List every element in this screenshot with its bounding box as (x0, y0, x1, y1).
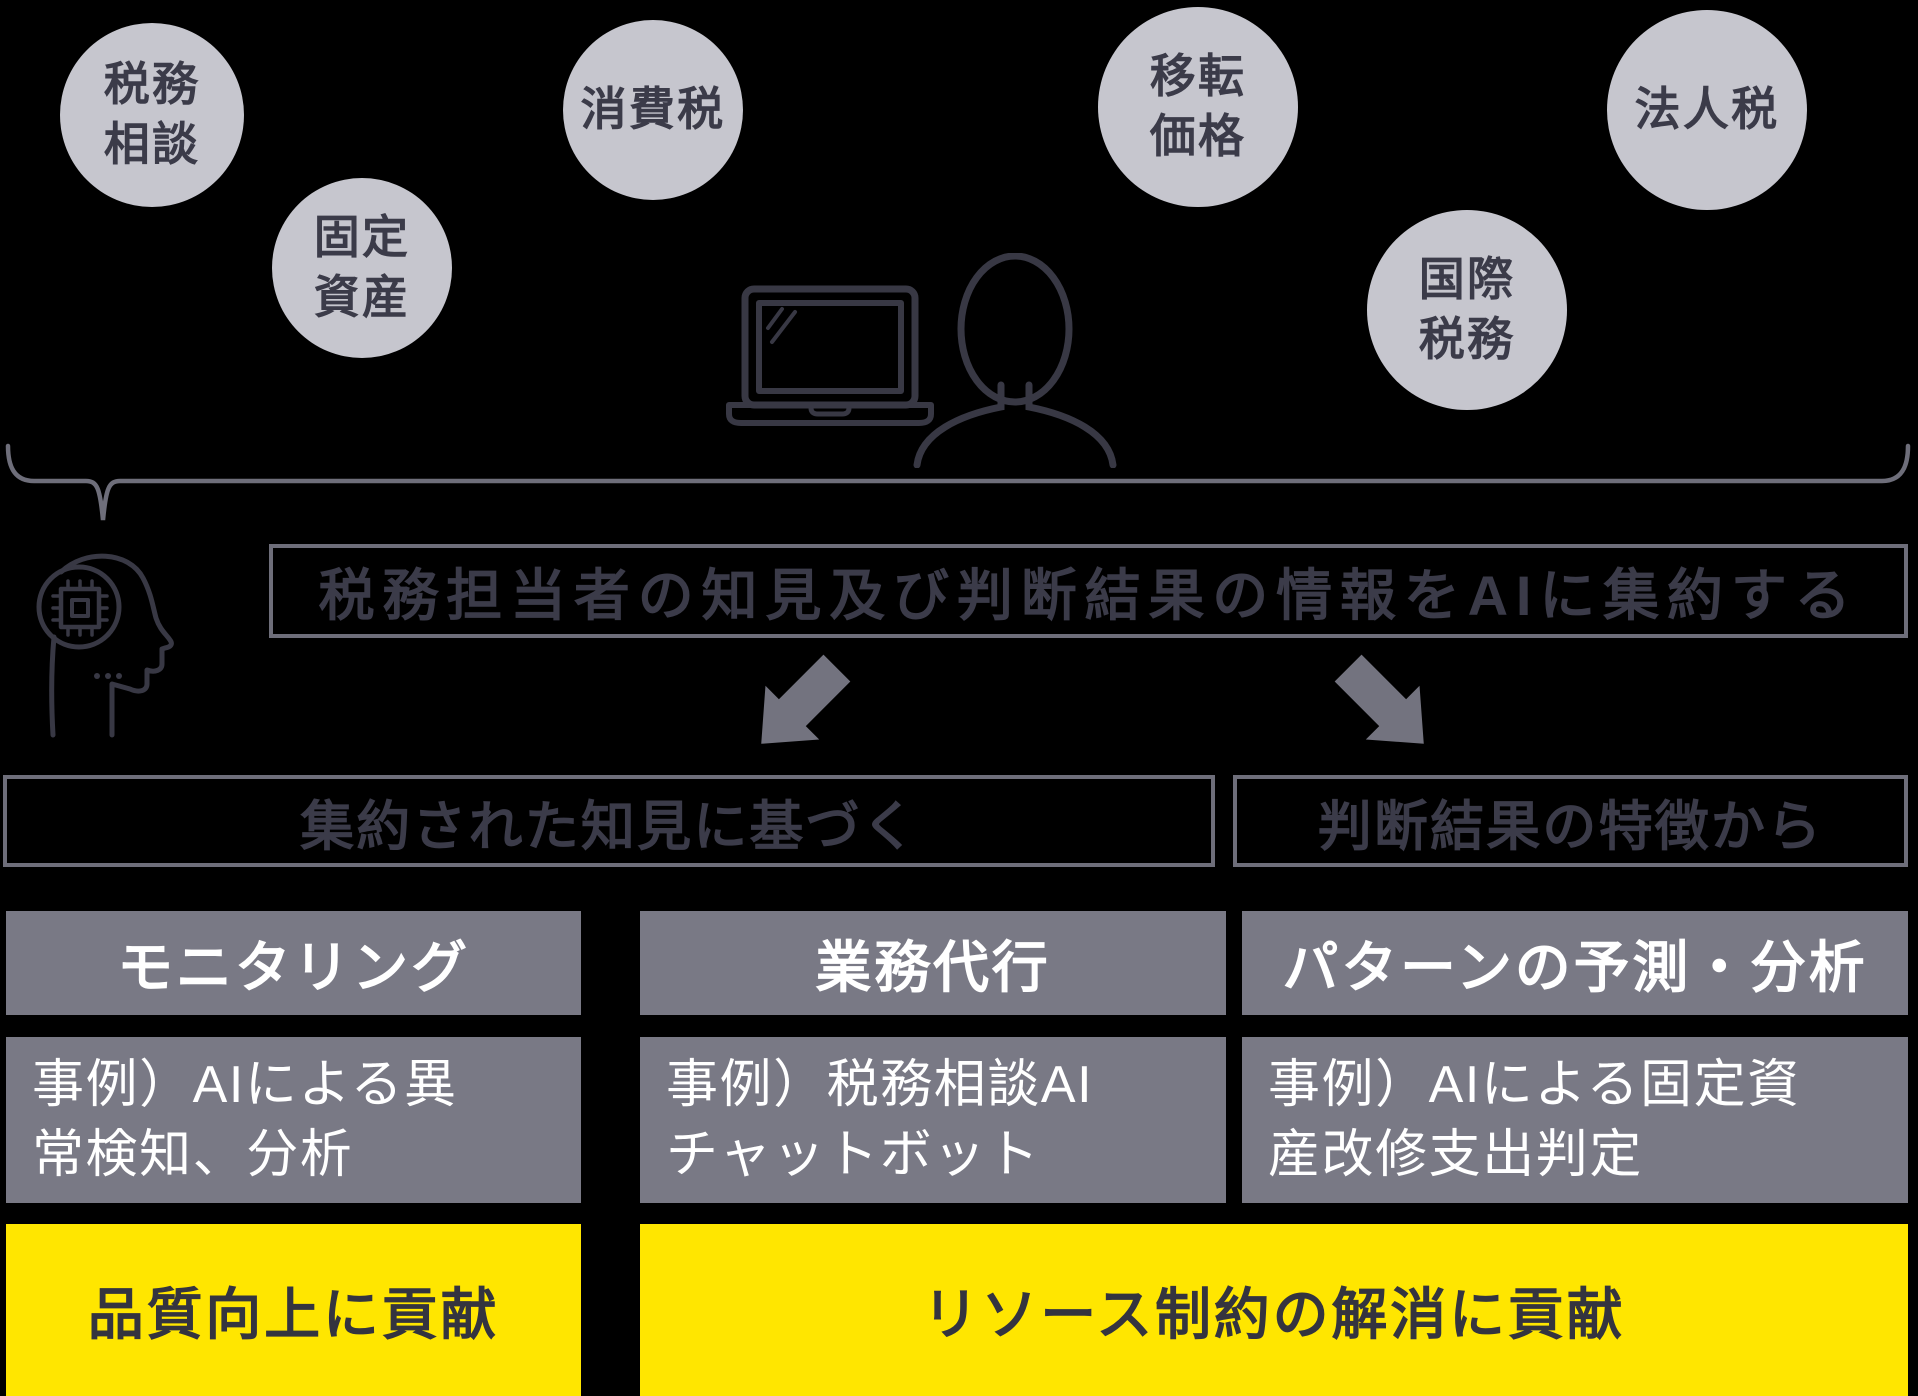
bubble-corporate-tax: 法人税 (1607, 10, 1807, 210)
ai-brain-chip-icon (36, 553, 174, 738)
laptop-icon (726, 285, 934, 426)
aggregation-text: 税務担当者の知見及び判断結果の情報をAIに集約する (318, 563, 1859, 627)
gathering-brace (5, 443, 1911, 521)
capability-header-task-delegation: 業務代行 (640, 911, 1226, 1015)
tax-officer-icon (913, 253, 1117, 468)
capability-header-monitoring: モニタリング (6, 911, 581, 1015)
bubble-transfer-pricing: 移転 価格 (1098, 7, 1298, 207)
branch-left-label: 集約された知見に基づく (300, 796, 918, 857)
capability-header-pattern-prediction: パターンの予測・分析 (1242, 911, 1908, 1015)
capability-example-task-delegation: 事例）税務相談AI チャットボット (640, 1037, 1226, 1203)
arrow-down-left-icon (761, 654, 851, 744)
thinking-dots-icon (94, 673, 122, 679)
outcome-quality-improvement: 品質向上に貢献 (6, 1224, 581, 1396)
branch-right-label-box: 判断結果の特徴から (1233, 775, 1908, 867)
bubble-international-tax: 国際 税務 (1367, 210, 1567, 410)
arrow-down-right-icon (1334, 654, 1424, 744)
branch-right-label: 判断結果の特徴から (1317, 796, 1824, 857)
capability-example-pattern-prediction: 事例）AIによる固定資 産改修支出判定 (1242, 1037, 1908, 1203)
outcome-resource-constraint: リソース制約の解消に貢献 (640, 1224, 1908, 1396)
bubble-consumption-tax: 消費税 (563, 20, 743, 200)
aggregation-box: 税務担当者の知見及び判断結果の情報をAIに集約する (269, 544, 1908, 638)
capability-example-monitoring: 事例）AIによる異 常検知、分析 (6, 1037, 581, 1203)
bubble-tax-consultation: 税務 相談 (60, 23, 244, 207)
bubble-fixed-assets: 固定 資産 (272, 178, 452, 358)
branch-left-label-box: 集約された知見に基づく (3, 775, 1215, 867)
